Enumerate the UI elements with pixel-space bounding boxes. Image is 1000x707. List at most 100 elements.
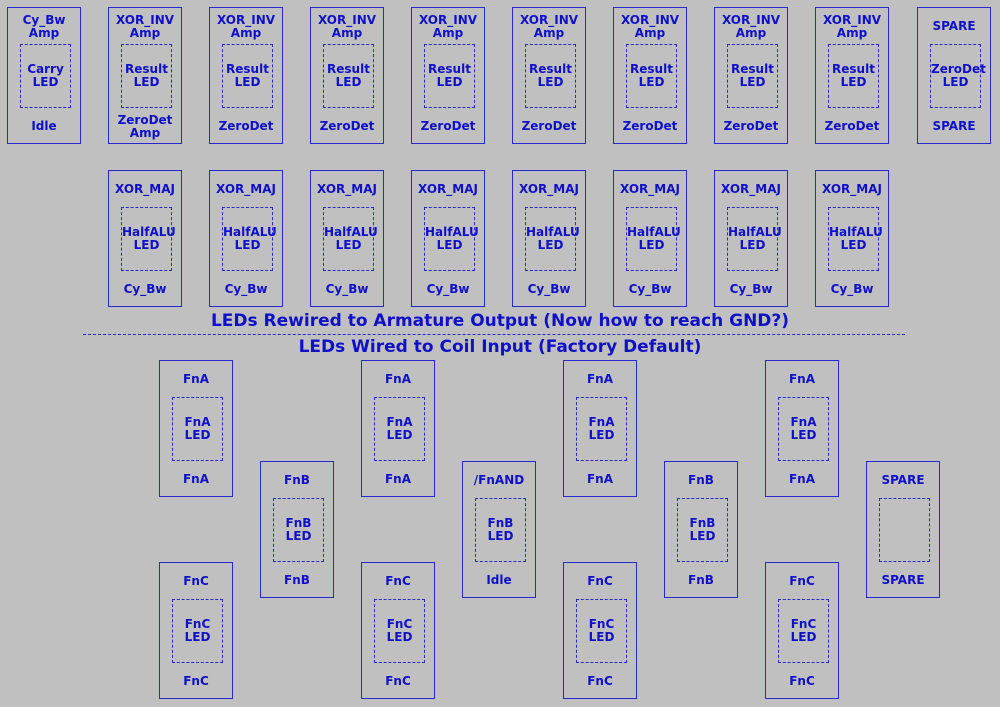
relay-top-label: XOR_INV Amp <box>822 13 882 40</box>
led-slot: HalfALU LED <box>121 207 176 271</box>
relay-box: XOR_MAJ HalfALU LED Cy_Bw <box>714 170 788 307</box>
relay-top-label: FnA <box>788 372 816 386</box>
led-label: FnA LED <box>184 415 211 442</box>
led-label: FnA LED <box>790 415 817 442</box>
led-label: FnC LED <box>184 617 211 644</box>
relay-bottom-label: FnA <box>182 472 210 486</box>
led-label: Carry LED <box>27 62 64 89</box>
armature-output-heading: LEDs Rewired to Armature Output (Now how… <box>210 311 790 331</box>
relay-top-label: Cy_Bw Amp <box>22 13 66 40</box>
relay-box: FnC FnC LED FnC <box>563 562 637 699</box>
relay-bottom-label: ZeroDet <box>824 119 880 133</box>
relay-top-label: XOR_MAJ <box>822 182 882 196</box>
relay-top-label: FnC <box>385 574 411 588</box>
led-slot: Result LED <box>222 44 273 108</box>
led-label: Result LED <box>327 62 370 89</box>
relay-bottom-label: Cy_Bw <box>729 282 773 296</box>
led-slot: FnC LED <box>172 599 223 663</box>
led-slot: HalfALU LED <box>525 207 580 271</box>
divider-line <box>83 334 905 335</box>
relay-top-label: XOR_MAJ <box>216 182 276 196</box>
relay-top-label: XOR_MAJ <box>317 182 377 196</box>
relay-top-label: XOR_MAJ <box>620 182 680 196</box>
relay-top-label: XOR_INV Amp <box>115 13 175 40</box>
led-slot: FnA LED <box>172 397 223 461</box>
led-slot: HalfALU LED <box>626 207 681 271</box>
relay-box: FnA FnA LED FnA <box>765 360 839 497</box>
relay-top-label: XOR_INV Amp <box>317 13 377 40</box>
led-slot <box>879 498 930 562</box>
led-label: Result LED <box>125 62 168 89</box>
led-slot: Result LED <box>626 44 677 108</box>
led-slot: FnC LED <box>778 599 829 663</box>
led-slot: HalfALU LED <box>828 207 883 271</box>
relay-top-label: XOR_INV Amp <box>216 13 276 40</box>
relay-box: FnC FnC LED FnC <box>361 562 435 699</box>
led-label: FnA LED <box>588 415 615 442</box>
led-slot: ZeroDet LED <box>930 44 986 108</box>
relay-top-label: FnA <box>384 372 412 386</box>
relay-bottom-label: ZeroDet <box>723 119 779 133</box>
led-slot: Result LED <box>323 44 374 108</box>
led-label: HalfALU LED <box>324 225 378 252</box>
relay-bottom-label: ZeroDet <box>420 119 476 133</box>
led-label: HalfALU LED <box>728 225 782 252</box>
relay-bottom-label: FnA <box>586 472 614 486</box>
led-slot: FnB LED <box>273 498 324 562</box>
relay-bottom-label: Cy_Bw <box>325 282 369 296</box>
led-label: HalfALU LED <box>627 225 681 252</box>
led-label: HalfALU LED <box>425 225 479 252</box>
coil-input-heading: LEDs Wired to Coil Input (Factory Defaul… <box>298 337 702 357</box>
relay-bottom-label: ZeroDet <box>622 119 678 133</box>
relay-top-label: SPARE <box>881 473 925 487</box>
led-slot: HalfALU LED <box>424 207 479 271</box>
led-label: FnA LED <box>386 415 413 442</box>
led-label: FnC LED <box>588 617 615 644</box>
relay-top-label: FnC <box>183 574 209 588</box>
led-label: HalfALU LED <box>829 225 883 252</box>
relay-top-label: FnC <box>789 574 815 588</box>
led-slot: FnB LED <box>475 498 526 562</box>
relay-bottom-label: FnC <box>587 674 613 688</box>
led-slot: HalfALU LED <box>323 207 378 271</box>
led-slot: HalfALU LED <box>222 207 277 271</box>
relay-top-label: XOR_MAJ <box>115 182 175 196</box>
led-slot: FnB LED <box>677 498 728 562</box>
relay-box: XOR_MAJ HalfALU LED Cy_Bw <box>815 170 889 307</box>
led-label: FnB LED <box>285 516 312 543</box>
led-label: Result LED <box>630 62 673 89</box>
led-slot: Result LED <box>828 44 879 108</box>
relay-bottom-label: FnC <box>385 674 411 688</box>
relay-bottom-label: FnB <box>688 573 714 587</box>
led-label: FnC LED <box>386 617 413 644</box>
led-slot: FnA LED <box>374 397 425 461</box>
relay-top-label: XOR_INV Amp <box>418 13 478 40</box>
relay-bottom-label: Cy_Bw <box>830 282 874 296</box>
led-label: Result LED <box>529 62 572 89</box>
led-slot: FnA LED <box>778 397 829 461</box>
relay-bottom-label: ZeroDet <box>319 119 375 133</box>
led-slot: FnA LED <box>576 397 627 461</box>
led-slot: Result LED <box>424 44 475 108</box>
relay-top-label: XOR_MAJ <box>721 182 781 196</box>
led-label: HalfALU LED <box>526 225 580 252</box>
relay-bottom-label: FnA <box>788 472 816 486</box>
relay-top-label: FnC <box>587 574 613 588</box>
led-label: Result LED <box>226 62 269 89</box>
led-slot: FnC LED <box>374 599 425 663</box>
led-slot: Result LED <box>727 44 778 108</box>
relay-box: XOR_MAJ HalfALU LED Cy_Bw <box>310 170 384 307</box>
